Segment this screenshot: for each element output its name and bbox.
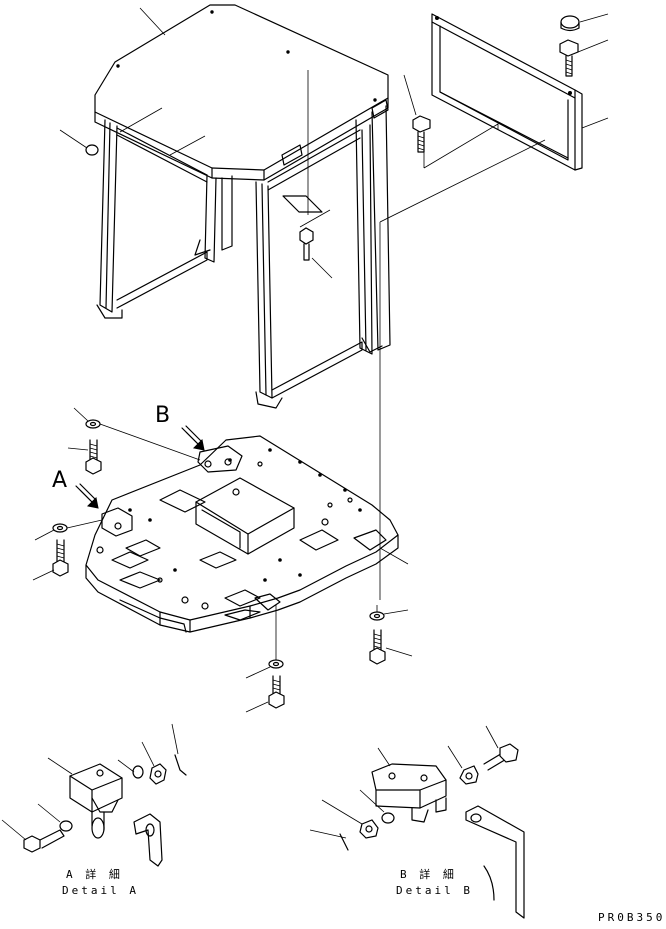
- rear-panel: [431, 13, 583, 171]
- drawing-code: PR0B350: [598, 911, 666, 924]
- washer-upper-left: [85, 419, 101, 429]
- bolt-rear-pillar: [412, 115, 431, 153]
- view-arrow-b: [181, 425, 205, 451]
- detail-b-caption-en: Detail B: [396, 884, 473, 897]
- bolt-center: [299, 227, 314, 261]
- detail-a-caption-jp: A 詳 細: [66, 868, 123, 881]
- view-arrow-a: [75, 483, 99, 509]
- view-label-a: A: [52, 468, 68, 493]
- bolt-top-right: [559, 39, 579, 77]
- washer-right: [369, 611, 385, 621]
- detail-a-caption-en: Detail A: [62, 884, 139, 897]
- cap: [560, 15, 580, 32]
- bolt-upper-left: [85, 439, 102, 475]
- canopy-frame: [94, 4, 391, 409]
- roof-seal-cap: [85, 144, 99, 156]
- washer-left: [52, 523, 68, 533]
- detail-b-drawing: [339, 743, 525, 919]
- floor-frame: [85, 435, 399, 633]
- bolt-left: [52, 539, 69, 577]
- detail-a-drawing: [23, 754, 187, 867]
- detail-b-caption-jp: B 詳 細: [400, 868, 457, 881]
- bolt-right: [369, 629, 386, 665]
- washer-bottom: [268, 659, 284, 669]
- view-label-b: B: [155, 403, 171, 428]
- bolt-bottom: [268, 675, 285, 709]
